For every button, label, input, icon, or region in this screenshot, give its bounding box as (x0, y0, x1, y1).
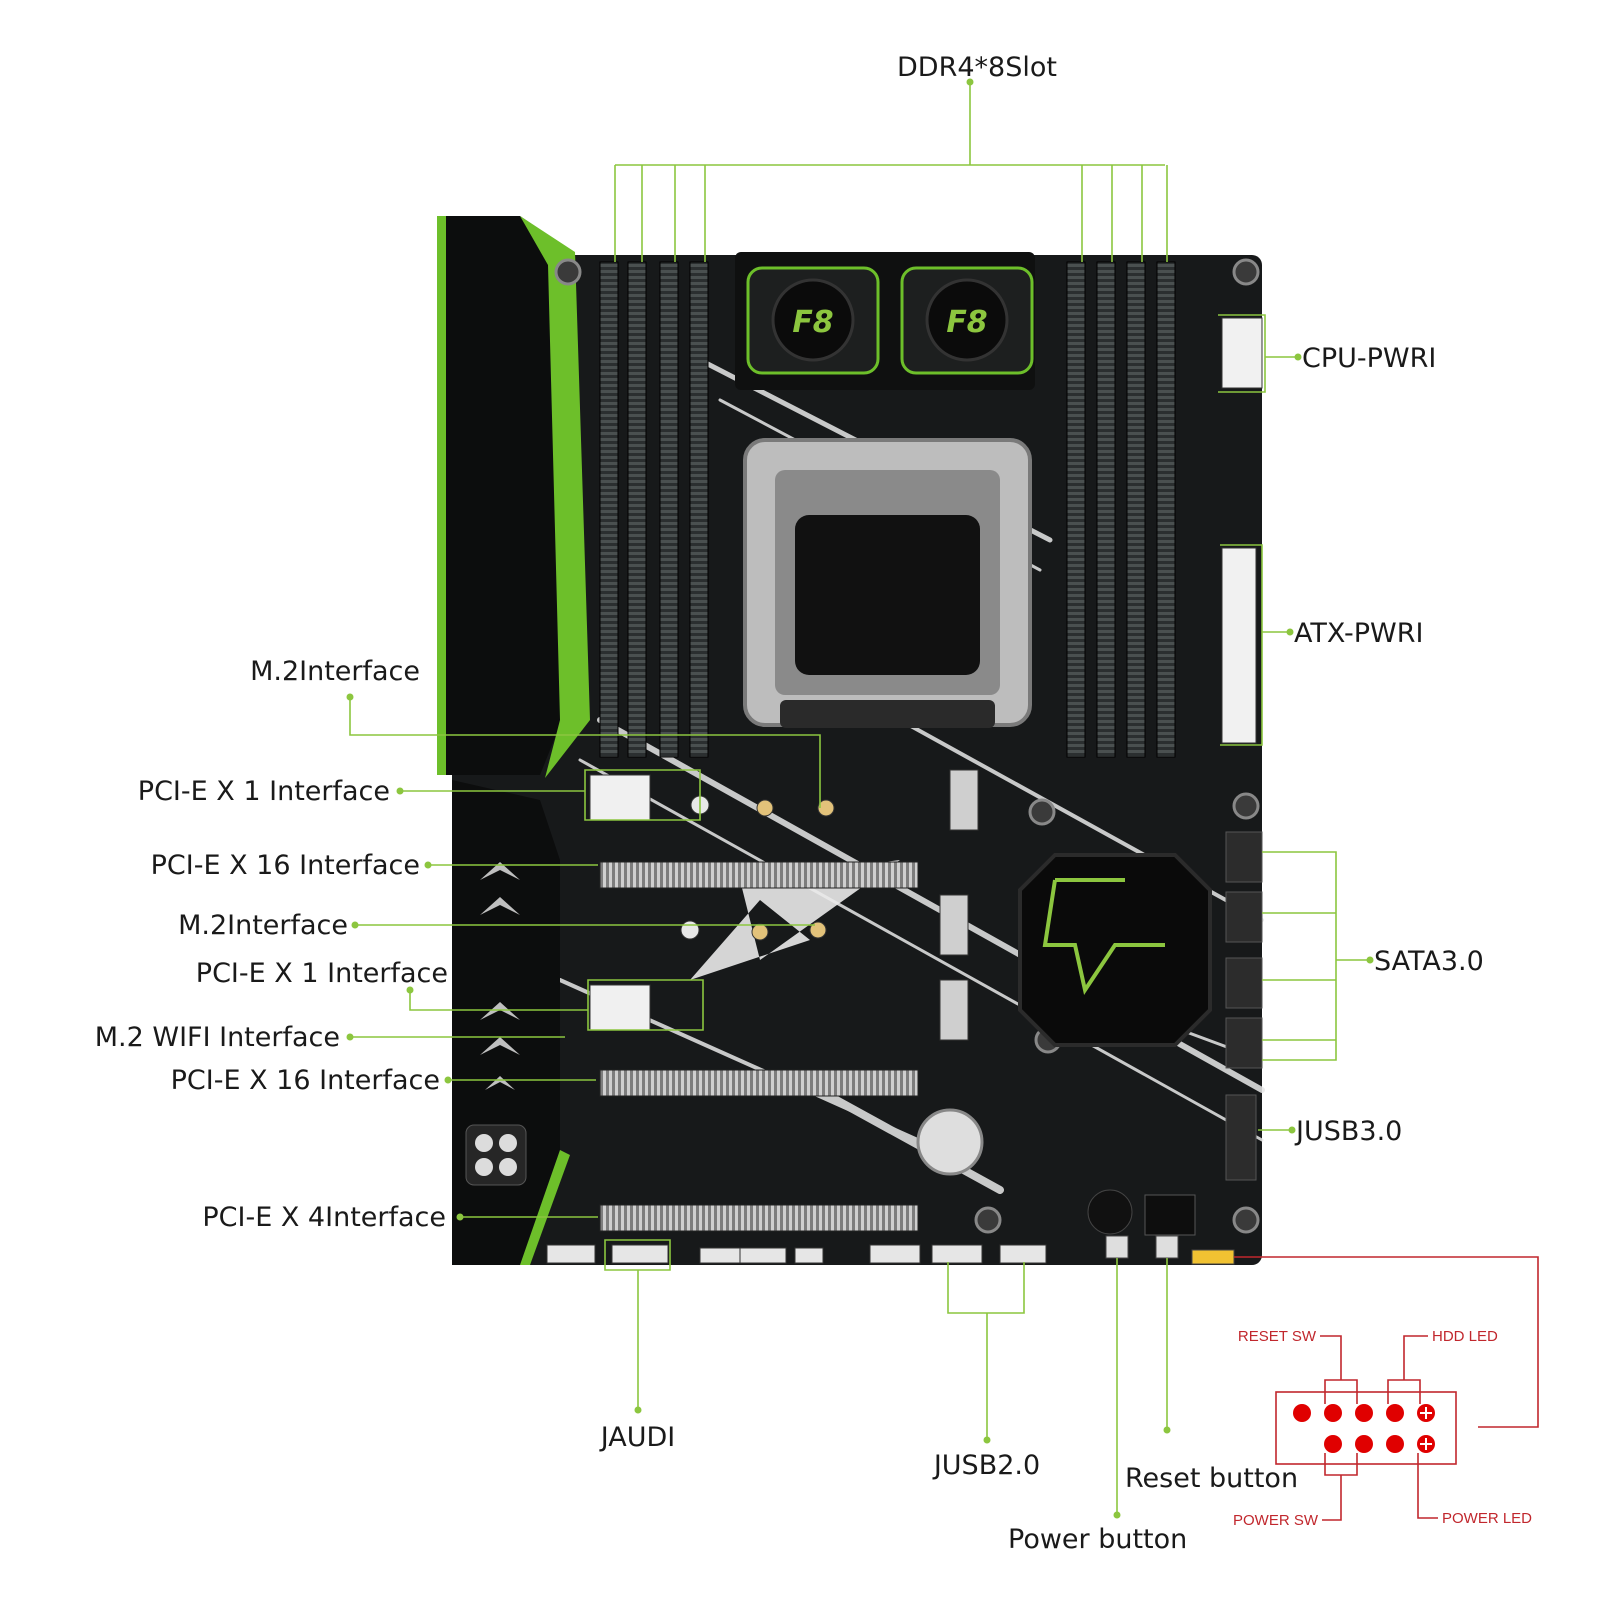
power-button (1105, 1235, 1129, 1259)
lower-shroud-accent (520, 1150, 570, 1265)
pin (1386, 1404, 1404, 1422)
label-pcie-x1-a: PCI-E X 1 Interface (138, 776, 390, 807)
arrow-emblem-icon (690, 860, 900, 980)
label-m2-top: M.2Interface (250, 656, 420, 687)
io-shroud (437, 216, 570, 775)
bottom-headers (546, 1244, 1047, 1264)
pin (1324, 1435, 1342, 1453)
label-atx-pwr: ATX-PWRI (1294, 618, 1423, 649)
callout-dots (346, 78, 1374, 1519)
chipset-heatsink (1018, 853, 1212, 1047)
jusb3-connector (1225, 1094, 1257, 1181)
pin-header-outline (1275, 1391, 1457, 1465)
label-cpu-pwr: CPU-PWRI (1302, 343, 1436, 374)
label-power-sw: POWER SW (1233, 1512, 1319, 1529)
fan-icon (771, 278, 855, 362)
callout-lines (349, 82, 1370, 1515)
label-pcie-x1-b: PCI-E X 1 Interface (196, 958, 448, 989)
label-hdd-led: HDD LED (1432, 1328, 1498, 1345)
plus-pin-icon (1417, 1404, 1435, 1422)
pin (1386, 1435, 1404, 1453)
cmos-battery (916, 1108, 984, 1176)
motherboard: F8 F8 (437, 216, 1265, 1265)
label-ddr4: DDR4*8Slot (897, 52, 1057, 83)
fan-logo: F8 (792, 305, 833, 340)
fan-icon (925, 278, 1009, 362)
cpu-power-connector (1221, 317, 1263, 389)
label-pcie-x4: PCI-E X 4Interface (202, 1202, 446, 1233)
label-m2-mid: M.2Interface (178, 910, 348, 941)
pin (1293, 1404, 1311, 1422)
front-panel-header (1191, 1249, 1235, 1265)
atx-power-connector (1221, 547, 1257, 744)
fan-logo: F8 (946, 305, 987, 340)
lower-shroud (452, 780, 560, 1265)
pcie-slots (589, 774, 919, 1232)
pin (1324, 1404, 1342, 1422)
label-power-button: Power button (1008, 1524, 1187, 1555)
label-pcie-x16-b: PCI-E X 16 Interface (171, 1065, 440, 1096)
buzzer (1087, 1189, 1133, 1235)
reset-button (1155, 1235, 1179, 1259)
label-jaudi: JAUDI (599, 1422, 675, 1453)
cpu-socket (743, 438, 1032, 728)
label-pcie-x16-a: PCI-E X 16 Interface (151, 850, 420, 881)
label-m2-wifi: M.2 WIFI Interface (95, 1022, 340, 1053)
plus-pin-icon (1417, 1435, 1435, 1453)
vrm-heatsink: F8 F8 (735, 252, 1035, 390)
aux-power-connector (465, 1124, 527, 1186)
io-shroud-accent (437, 216, 590, 778)
dimm-slots-right (1066, 261, 1176, 758)
sata-ports (1225, 831, 1263, 1069)
debug-led-display (1144, 1194, 1196, 1236)
pin (1355, 1435, 1373, 1453)
pin (1355, 1404, 1373, 1422)
mounting-holes (554, 258, 1260, 1234)
label-jusb3: JUSB3.0 (1294, 1116, 1402, 1147)
label-reset-sw: RESET SW (1238, 1328, 1317, 1345)
dimm-slots-left (599, 261, 709, 758)
front-panel-pin-diagram: RESET SW HDD LED POWER SW POWER LED (1233, 1256, 1539, 1529)
label-power-led: POWER LED (1442, 1510, 1532, 1527)
label-reset-button: Reset button (1125, 1463, 1298, 1494)
callout-labels: DDR4*8Slot CPU-PWRI ATX-PWRI M.2Interfac… (95, 52, 1484, 1555)
label-jusb2: JUSB2.0 (932, 1450, 1040, 1481)
label-sata: SATA3.0 (1374, 946, 1484, 977)
